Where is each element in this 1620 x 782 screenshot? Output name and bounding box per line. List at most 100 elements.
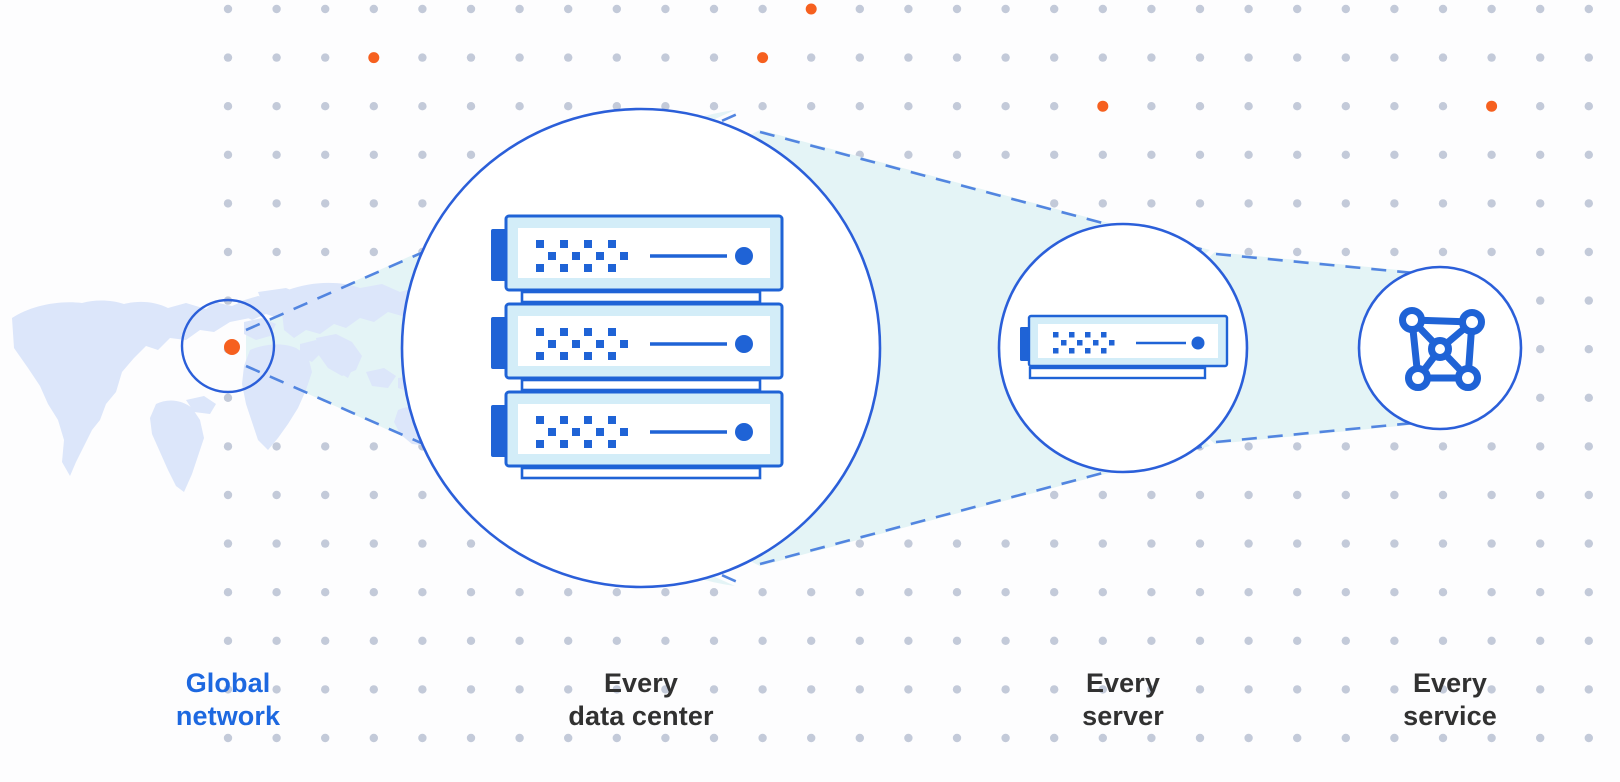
server-unit-1 <box>491 214 784 304</box>
grid-dot <box>855 539 864 548</box>
grid-dot <box>1050 199 1059 208</box>
grid-dot <box>1050 490 1059 500</box>
grid-dot <box>1487 588 1496 597</box>
grid-dot <box>1098 150 1108 159</box>
grid-dot <box>418 199 427 208</box>
grid-dot <box>1584 636 1594 645</box>
grid-dot <box>1147 636 1156 645</box>
grid-dot <box>709 588 719 597</box>
grid-dot <box>952 588 962 597</box>
grid-dot <box>1147 588 1156 597</box>
grid-dot <box>709 102 719 111</box>
grid-dot <box>223 102 233 111</box>
grid-dot <box>1390 490 1399 500</box>
grid-dot <box>904 53 913 62</box>
grid-dot <box>758 685 767 694</box>
grid-dot <box>418 588 427 597</box>
grid-dot <box>1584 539 1594 548</box>
grid-dot <box>369 636 378 645</box>
grid-dot <box>1001 4 1010 14</box>
grid-dot <box>1195 150 1205 159</box>
grid-dot <box>1293 733 1302 743</box>
grid-dot <box>515 636 524 645</box>
grid-dot <box>661 636 670 645</box>
grid-dot <box>904 539 913 548</box>
grid-dot <box>1487 247 1496 257</box>
grid-dot <box>1098 4 1108 14</box>
grid-dot <box>466 539 476 548</box>
grid-dot <box>418 733 427 743</box>
grid-dot <box>223 539 233 548</box>
grid-dot <box>466 685 476 694</box>
grid-dot <box>904 636 913 645</box>
network-node-bottom-left <box>1405 365 1431 391</box>
grid-dot <box>466 102 476 111</box>
grid-dot <box>807 685 816 694</box>
grid-dot <box>1390 150 1399 159</box>
grid-dot <box>466 588 476 597</box>
grid-dot <box>1195 102 1205 111</box>
grid-dot <box>223 490 233 500</box>
grid-dot <box>272 4 281 14</box>
grid-dot <box>1293 588 1302 597</box>
grid-dot <box>1098 636 1108 645</box>
grid-dot <box>1098 685 1108 694</box>
grid-dot <box>1244 442 1253 451</box>
grid-dot <box>1438 636 1448 645</box>
grid-dot <box>952 636 962 645</box>
grid-dot <box>807 102 816 111</box>
grid-dot <box>1147 490 1156 500</box>
grid-dot <box>1147 539 1156 548</box>
grid-dot <box>661 685 670 694</box>
network-node-bottom-right <box>1455 365 1481 391</box>
grid-dot <box>661 4 670 14</box>
grid-dot <box>564 4 573 14</box>
grid-dot <box>1195 199 1205 208</box>
label-every-data-center: Every data center <box>568 668 714 731</box>
grid-dot <box>1438 442 1448 451</box>
grid-dot <box>1487 53 1496 62</box>
grid-dot <box>612 733 621 743</box>
grid-dot <box>1293 199 1302 208</box>
grid-dot <box>807 588 816 597</box>
grid-dot <box>1390 442 1399 451</box>
grid-dot <box>1341 53 1351 62</box>
grid-dot <box>758 4 767 14</box>
grid-dot <box>1050 685 1059 694</box>
grid-dot <box>952 685 962 694</box>
grid-dot <box>952 150 962 159</box>
grid-dot <box>223 393 233 402</box>
label-every-service: Every service <box>1403 668 1497 731</box>
grid-dot <box>952 733 962 743</box>
grid-dot <box>1147 53 1156 62</box>
grid-dot <box>564 102 573 111</box>
grid-dot <box>1195 490 1205 500</box>
grid-dot <box>272 733 281 743</box>
grid-dot <box>1536 296 1545 305</box>
grid-dot <box>1487 685 1496 694</box>
grid-dot <box>272 685 281 694</box>
grid-dot <box>369 247 378 257</box>
dashed-line-server-service-top <box>1215 252 1425 276</box>
grid-dot <box>1293 685 1302 694</box>
server-unit-3 <box>491 390 784 480</box>
grid-dot <box>1438 490 1448 500</box>
grid-dot <box>855 685 864 694</box>
network-graph-nodes <box>1399 307 1485 391</box>
grid-dot <box>321 636 330 645</box>
grid-dot <box>418 539 427 548</box>
grid-dot <box>564 636 573 645</box>
grid-dot <box>1050 4 1059 14</box>
grid-dot <box>466 4 476 14</box>
grid-dot <box>661 588 670 597</box>
grid-dot <box>1001 685 1010 694</box>
grid-dot <box>272 636 281 645</box>
grid-dot <box>1438 685 1448 694</box>
grid-dot <box>1438 53 1448 62</box>
grid-dot <box>1390 4 1399 14</box>
grid-dot <box>1293 102 1302 111</box>
grid-dot <box>272 588 281 597</box>
grid-dot <box>1341 636 1351 645</box>
grid-dot-highlighted <box>757 52 769 64</box>
grid-dot <box>272 102 281 111</box>
